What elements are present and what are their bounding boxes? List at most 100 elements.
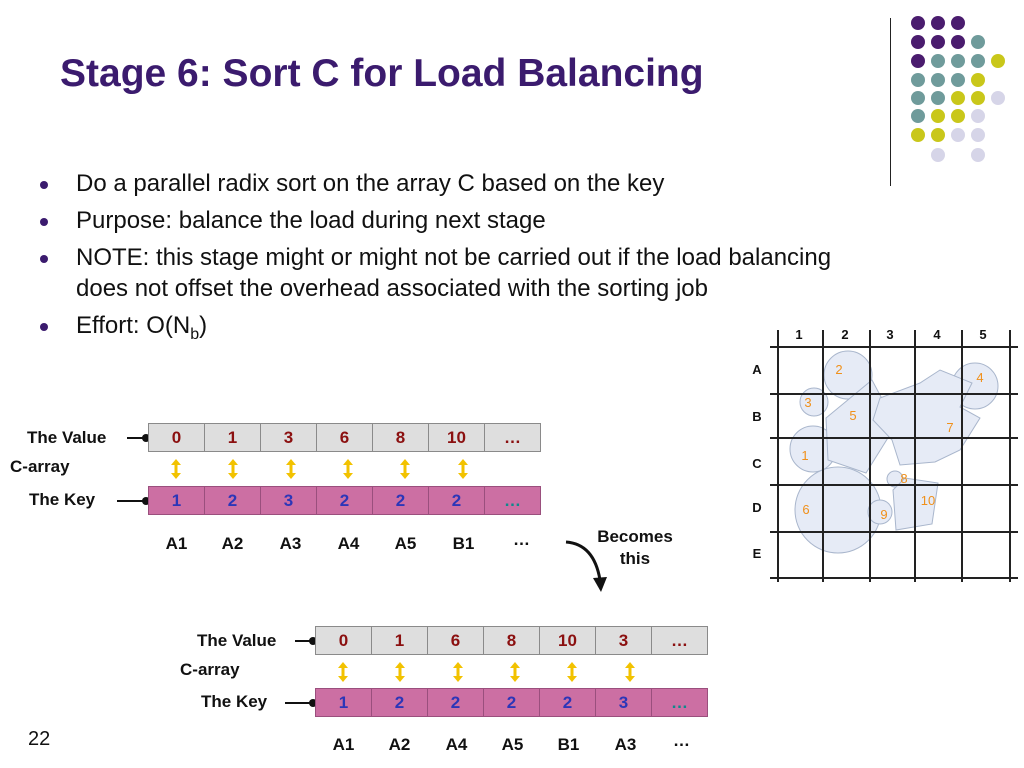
key-cell: 3 bbox=[260, 486, 317, 515]
double-arrow-icon bbox=[228, 459, 239, 479]
page-number: 22 bbox=[28, 728, 51, 750]
decorative-dot bbox=[951, 91, 965, 105]
decorative-dot bbox=[911, 73, 925, 87]
key-cell: 2 bbox=[483, 688, 540, 717]
key-array: 1 2 2 2 2 3 … bbox=[315, 688, 708, 717]
element-name: A1 bbox=[165, 534, 188, 553]
bullet-dot bbox=[40, 181, 48, 189]
bullet-subscript: b bbox=[190, 325, 200, 343]
element-name: A4 bbox=[337, 534, 360, 553]
becomes-caption: Becomes this bbox=[583, 526, 687, 570]
value-label: The Value bbox=[197, 631, 277, 650]
decorative-dot bbox=[911, 91, 925, 105]
grid-col-label: 1 bbox=[795, 327, 802, 342]
decorative-dot bbox=[911, 35, 925, 49]
decorative-dot bbox=[931, 148, 945, 162]
double-arrow-icon bbox=[338, 662, 348, 682]
key-cell: 2 bbox=[371, 688, 428, 717]
decorative-dot bbox=[951, 109, 965, 123]
key-cell: … bbox=[484, 486, 541, 515]
key-array: 1 2 3 2 2 2 … bbox=[148, 486, 541, 515]
decorative-dot bbox=[931, 35, 945, 49]
value-cell: 6 bbox=[316, 423, 373, 452]
key-pointer-line bbox=[117, 500, 145, 502]
bullet-item: Effort: O(Nb) bbox=[40, 310, 870, 350]
value-pointer-dot bbox=[142, 434, 150, 442]
double-arrow-icon bbox=[171, 459, 181, 479]
grid-circle bbox=[867, 499, 893, 525]
bullet-text: Purpose: balance the load during next st… bbox=[76, 207, 546, 234]
c-array-label: C-array bbox=[10, 457, 70, 476]
value-cell: 3 bbox=[260, 423, 317, 452]
bullet-list: Do a parallel radix sort on the array C … bbox=[40, 168, 870, 356]
element-name: A2 bbox=[221, 534, 244, 553]
decorative-dot bbox=[971, 128, 985, 142]
decorative-dot bbox=[951, 128, 965, 142]
decorative-dot bbox=[971, 54, 985, 68]
grid-item-label: 10 bbox=[921, 493, 935, 508]
value-cell: … bbox=[484, 423, 541, 452]
value-pointer-dot bbox=[309, 637, 317, 645]
bullet-item: Purpose: balance the load during next st… bbox=[40, 205, 870, 236]
bullet-text-prefix: Effort: O(N bbox=[76, 312, 191, 339]
element-name: A5 bbox=[394, 534, 417, 553]
key-cell: 2 bbox=[427, 688, 484, 717]
decorative-dot bbox=[971, 148, 985, 162]
decorative-dot bbox=[931, 91, 945, 105]
element-name: A5 bbox=[501, 735, 524, 754]
value-cell: 1 bbox=[371, 626, 428, 655]
value-array: 0 1 6 8 10 3 … bbox=[315, 626, 708, 655]
value-cell: 6 bbox=[427, 626, 484, 655]
double-arrow-icon bbox=[509, 662, 520, 682]
bullet-item: NOTE: this stage might or might not be c… bbox=[40, 242, 870, 304]
bullet-dot bbox=[40, 255, 48, 263]
grid-item-label: 9 bbox=[880, 507, 887, 522]
decorative-dot bbox=[931, 16, 945, 30]
grid-item-label: 4 bbox=[976, 370, 983, 385]
element-name: B1 bbox=[452, 534, 475, 553]
decorative-dot bbox=[911, 54, 925, 68]
double-arrow-icon bbox=[457, 459, 468, 479]
grid-circle bbox=[886, 470, 904, 488]
decorative-dot bbox=[971, 35, 985, 49]
grid-item-label: 6 bbox=[802, 502, 809, 517]
value-pointer-line bbox=[127, 437, 145, 439]
value-cell: 0 bbox=[315, 626, 372, 655]
value-cell: 8 bbox=[372, 423, 429, 452]
grid-item-label: 7 bbox=[946, 420, 953, 435]
slide-title: Stage 6: Sort C for Load Balancing bbox=[60, 52, 704, 95]
becomes-line2: this bbox=[619, 549, 651, 568]
decorative-dot bbox=[931, 109, 945, 123]
value-cell: 1 bbox=[204, 423, 261, 452]
value-cell: 8 bbox=[483, 626, 540, 655]
element-name: A3 bbox=[614, 735, 637, 754]
element-name: … bbox=[513, 530, 530, 549]
double-arrow-icon bbox=[567, 662, 578, 682]
key-cell: 2 bbox=[316, 486, 373, 515]
key-pointer-line bbox=[285, 702, 312, 704]
decorative-dot bbox=[971, 73, 985, 87]
grid-item-label: 8 bbox=[900, 471, 907, 486]
decorative-dot bbox=[971, 91, 985, 105]
grid-col-label: 5 bbox=[979, 327, 986, 342]
bullet-item: Do a parallel radix sort on the array C … bbox=[40, 168, 870, 199]
double-arrow-icon bbox=[624, 662, 635, 682]
decorative-dot bbox=[951, 16, 965, 30]
bullet-text-suffix: ) bbox=[199, 312, 208, 339]
double-arrow-icon bbox=[285, 459, 296, 479]
key-cell: 3 bbox=[595, 688, 652, 717]
grid-col-label: 4 bbox=[933, 327, 941, 342]
grid-col-label: 2 bbox=[841, 327, 848, 342]
key-label: The Key bbox=[201, 692, 268, 711]
element-name: A4 bbox=[445, 735, 468, 754]
double-arrow-icon bbox=[395, 662, 406, 682]
becomes-line1: Becomes bbox=[597, 527, 673, 546]
grid-row-label: A bbox=[752, 362, 762, 377]
element-name: A2 bbox=[388, 735, 411, 754]
double-arrow-icon bbox=[400, 459, 411, 479]
grid-item-label: 2 bbox=[835, 362, 842, 377]
key-label: The Key bbox=[29, 490, 96, 509]
key-cell: 2 bbox=[428, 486, 485, 515]
value-label: The Value bbox=[27, 428, 107, 447]
c-array-label: C-array bbox=[180, 660, 240, 679]
